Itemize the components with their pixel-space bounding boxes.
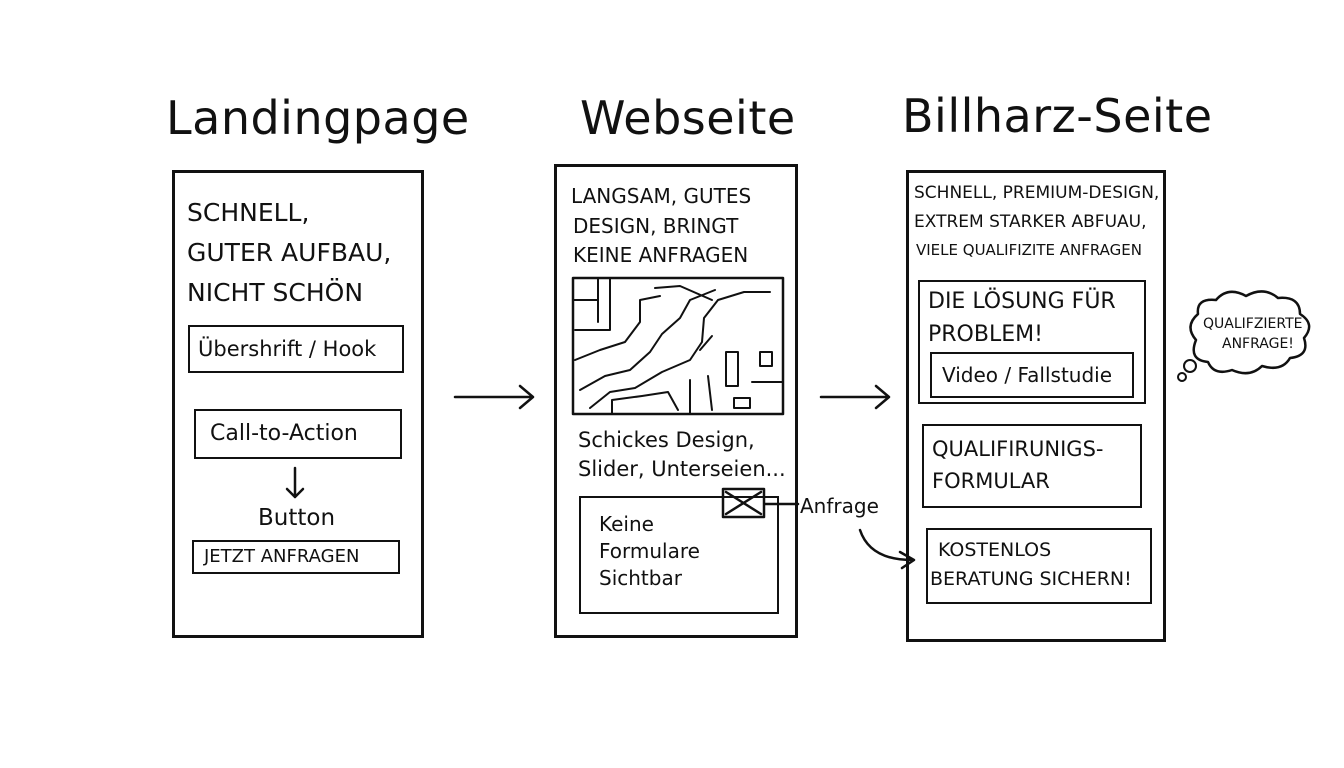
cta-label: Call-to-Action — [210, 421, 358, 446]
title-billharz: Billharz-Seite — [902, 89, 1213, 143]
webseite-desc-line-3: KEINE ANFRAGEN — [573, 243, 749, 267]
webseite-desc-line-1: LANGSAM, GUTES — [571, 184, 752, 208]
billharz-frame — [906, 170, 1166, 642]
solution-line-1: DIE LÖSUNG FÜR — [928, 289, 1116, 314]
landingpage-frame — [172, 170, 424, 638]
free-consultation-line-2: BERATUNG SICHERN! — [930, 568, 1132, 590]
cta-to-button-arrow — [285, 466, 305, 499]
qualification-form-line-1: QUALIFIRUNIGS- — [932, 437, 1104, 461]
title-webseite: Webseite — [580, 91, 796, 145]
webseite-desc-line-2: DESIGN, BRINGT — [573, 214, 739, 238]
landingpage-desc-line-1: SCHNELL, — [187, 198, 310, 227]
hidden-form-line-1: Keine — [599, 512, 654, 536]
free-consultation-line-1: KOSTENLOS — [938, 539, 1052, 561]
website-image-maze — [572, 277, 784, 415]
billharz-desc-line-2: EXTREM STARKER ABFUAU, — [914, 212, 1147, 232]
qualification-form-line-2: FORMULAR — [932, 469, 1050, 493]
arrow-to-billharz — [819, 384, 891, 410]
hidden-form-line-2: Formulare — [599, 539, 700, 563]
solution-box — [918, 280, 1146, 404]
arrow-to-webseite — [453, 384, 535, 410]
jetzt-anfragen-label: JETZT ANFRAGEN — [204, 546, 360, 567]
billharz-desc-line-1: SCHNELL, PREMIUM-DESIGN, — [914, 183, 1160, 203]
anfrage-label: Anfrage — [800, 494, 879, 518]
webseite-caption-line-2: Slider, Unterseien... — [578, 457, 786, 481]
free-consultation-box — [926, 528, 1152, 604]
anfrage-to-cta-arrow — [858, 528, 916, 570]
video-fallstudie-label: Video / Fallstudie — [942, 363, 1113, 387]
cta-box — [194, 409, 402, 459]
solution-line-2: PROBLEM! — [928, 322, 1043, 347]
thought-bubble-icon — [1189, 290, 1311, 375]
webseite-caption-line-1: Schickes Design, — [578, 428, 755, 452]
landingpage-desc-line-3: NICHT SCHÖN — [187, 278, 364, 307]
hidden-form-box — [579, 496, 779, 614]
thought-bubble-line-1: QUALIFZIERTE — [1203, 316, 1303, 332]
billharz-desc-line-3: VIELE QUALIFIZITE ANFRAGEN — [916, 241, 1142, 259]
close-icon — [721, 487, 766, 519]
landingpage-desc-line-2: GUTER AUFBAU, — [187, 238, 392, 267]
qualification-form-box — [922, 424, 1142, 508]
website-image-mockup — [571, 276, 785, 416]
headline-hook-label: Übershrift / Hook — [198, 337, 377, 361]
jetzt-anfragen-button — [192, 540, 400, 574]
video-fallstudie-box — [930, 352, 1134, 398]
button-label: Button — [258, 505, 336, 531]
title-landingpage: Landingpage — [166, 91, 470, 145]
webseite-frame — [554, 164, 798, 638]
headline-hook-box — [188, 325, 404, 373]
hidden-form-line-3: Sichtbar — [599, 566, 682, 590]
thought-bubble-line-2: ANFRAGE! — [1222, 336, 1294, 352]
